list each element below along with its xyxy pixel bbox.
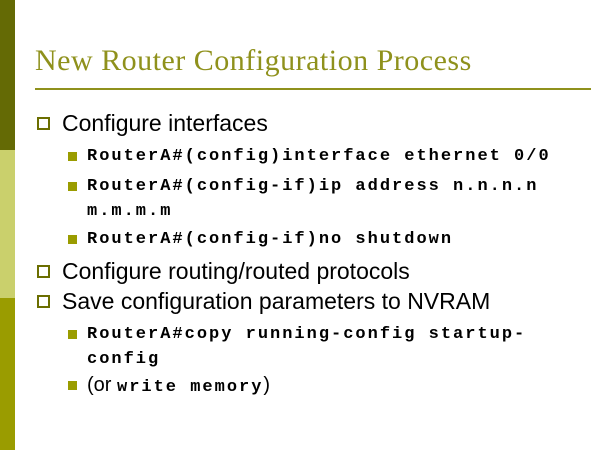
bullet-label: Save configuration parameters to NVRAM bbox=[62, 288, 491, 314]
hollow-square-bullet-icon bbox=[37, 117, 50, 130]
hollow-square-bullet-icon bbox=[37, 295, 50, 308]
code-text: RouterA#copy running-config startup- con… bbox=[87, 322, 526, 372]
sub-bullet-code-line: RouterA#(config-if)ip address n.n.n.n m.… bbox=[68, 174, 593, 224]
code-text: RouterA#(config-if)ip address n.n.n.n m.… bbox=[87, 174, 538, 224]
left-accent-bar bbox=[0, 0, 15, 450]
accent-bar-top-segment bbox=[0, 0, 15, 150]
sub-bullet-code-line: RouterA#(config-if)no shutdown bbox=[68, 227, 593, 252]
code-text: RouterA#(config)interface ethernet 0/0 bbox=[87, 144, 551, 169]
slide-title: New Router Configuration Process bbox=[35, 44, 472, 77]
accent-bar-middle-segment bbox=[0, 150, 15, 298]
code-line: RouterA#(config-if)no shutdown bbox=[87, 230, 454, 249]
bullet-label: Configure interfaces bbox=[62, 110, 268, 136]
filled-square-bullet-icon bbox=[68, 182, 77, 191]
mixed-text: (or write memory) bbox=[87, 373, 270, 400]
mixed-text-code: write memory bbox=[117, 378, 264, 397]
bullet-item-configure-interfaces: Configure interfaces bbox=[35, 108, 593, 138]
accent-bar-bottom-segment bbox=[0, 298, 15, 450]
filled-square-bullet-icon bbox=[68, 330, 77, 339]
slide-content: New Router Configuration Process Configu… bbox=[35, 0, 593, 450]
title-underline bbox=[35, 88, 591, 90]
filled-square-bullet-icon bbox=[68, 235, 77, 244]
bullet-item-configure-protocols: Configure routing/routed protocols bbox=[35, 256, 593, 286]
code-line-wrap: m.m.m.m bbox=[87, 202, 173, 221]
hollow-square-bullet-icon bbox=[37, 265, 50, 278]
bullet-item-save-configuration: Save configuration parameters to NVRAM bbox=[35, 286, 593, 316]
code-text: RouterA#(config-if)no shutdown bbox=[87, 227, 453, 252]
sub-bullet-code-line: RouterA#copy running-config startup- con… bbox=[68, 322, 593, 372]
mixed-text-suffix: ) bbox=[263, 374, 271, 396]
filled-square-bullet-icon bbox=[68, 152, 77, 161]
mixed-text-prefix: (or bbox=[87, 374, 117, 396]
code-line: RouterA#copy running-config startup- bbox=[87, 325, 527, 344]
sub-bullet-code-line: RouterA#(config)interface ethernet 0/0 bbox=[68, 144, 593, 169]
filled-square-bullet-icon bbox=[68, 381, 77, 390]
sub-bullet-mixed-line: (or write memory) bbox=[68, 373, 593, 400]
bullet-label: Configure routing/routed protocols bbox=[62, 258, 410, 284]
code-line: RouterA#(config)interface ethernet 0/0 bbox=[87, 147, 551, 166]
code-line: RouterA#(config-if)ip address n.n.n.n bbox=[87, 177, 539, 196]
code-line-wrap: config bbox=[87, 350, 161, 369]
